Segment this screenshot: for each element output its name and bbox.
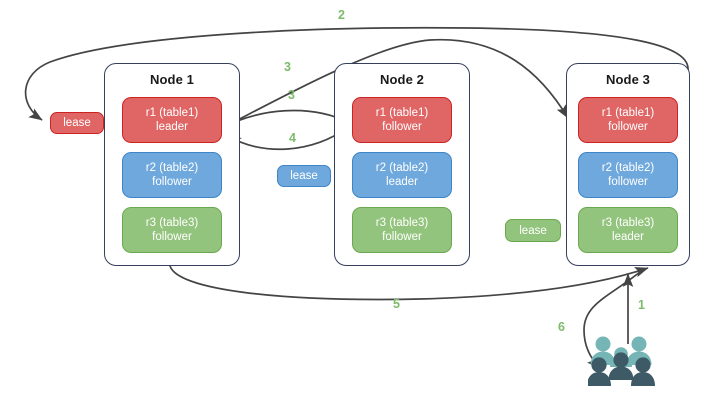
node2-title: Node 2 <box>380 72 424 87</box>
lease-chip-r1[interactable]: lease <box>50 112 104 134</box>
node2-replica-r1[interactable]: r1 (table1) follower <box>352 97 452 143</box>
node3-replica-r2[interactable]: r2 (table2) follower <box>578 152 678 198</box>
node2-replica-r3-role: follower <box>382 231 422 243</box>
node1-title: Node 1 <box>150 72 194 87</box>
edge-label-3b: 3 <box>288 88 295 102</box>
lease-chip-r2[interactable]: lease <box>277 165 331 187</box>
node1-replica-r1-name: r1 (table1) <box>145 107 199 119</box>
node1-replica-r2-name: r2 (table2) <box>145 162 199 174</box>
node1-replica-r2[interactable]: r2 (table2) follower <box>122 152 222 198</box>
node3-replica-r3-name: r3 (table3) <box>601 217 655 229</box>
node1-replica-r1[interactable]: r1 (table1) leader <box>122 97 222 143</box>
lease-chip-r3[interactable]: lease <box>505 219 561 242</box>
users-icon <box>588 336 655 386</box>
node2-replica-r2[interactable]: r2 (table2) leader <box>352 152 452 198</box>
node2-replica-r2-role: leader <box>386 176 418 188</box>
edge-label-4: 4 <box>289 131 296 145</box>
node1-replica-r3-name: r3 (table3) <box>145 217 199 229</box>
edge-5-path <box>169 265 649 301</box>
node2-replica-r2-name: r2 (table2) <box>375 162 429 174</box>
edge-label-1: 1 <box>638 298 645 312</box>
edge-label-6: 6 <box>558 320 565 334</box>
node3-replica-r2-role: follower <box>608 176 648 188</box>
node1-replica-r3-role: follower <box>152 231 192 243</box>
node2-replica-r3[interactable]: r3 (table3) follower <box>352 207 452 253</box>
edge-label-2: 2 <box>338 8 345 22</box>
node3-title: Node 3 <box>606 72 650 87</box>
edge-label-3a: 3 <box>284 60 291 74</box>
node1-replica-r1-role: leader <box>156 121 188 133</box>
node3-replica-r3-role: leader <box>612 231 644 243</box>
node1-replica-r2-role: follower <box>152 176 192 188</box>
node3-replica-r2-name: r2 (table2) <box>601 162 655 174</box>
node2-replica-r1-role: follower <box>382 121 422 133</box>
edge-label-5: 5 <box>393 297 400 311</box>
node2-replica-r3-name: r3 (table3) <box>375 217 429 229</box>
node3-replica-r1-role: follower <box>608 121 648 133</box>
node3-replica-r3[interactable]: r3 (table3) leader <box>578 207 678 253</box>
node1-replica-r3[interactable]: r3 (table3) follower <box>122 207 222 253</box>
node3-replica-r1[interactable]: r1 (table1) follower <box>578 97 678 143</box>
node2-replica-r1-name: r1 (table1) <box>375 107 429 119</box>
node3-replica-r1-name: r1 (table1) <box>601 107 655 119</box>
edge-3b-path <box>221 109 349 129</box>
